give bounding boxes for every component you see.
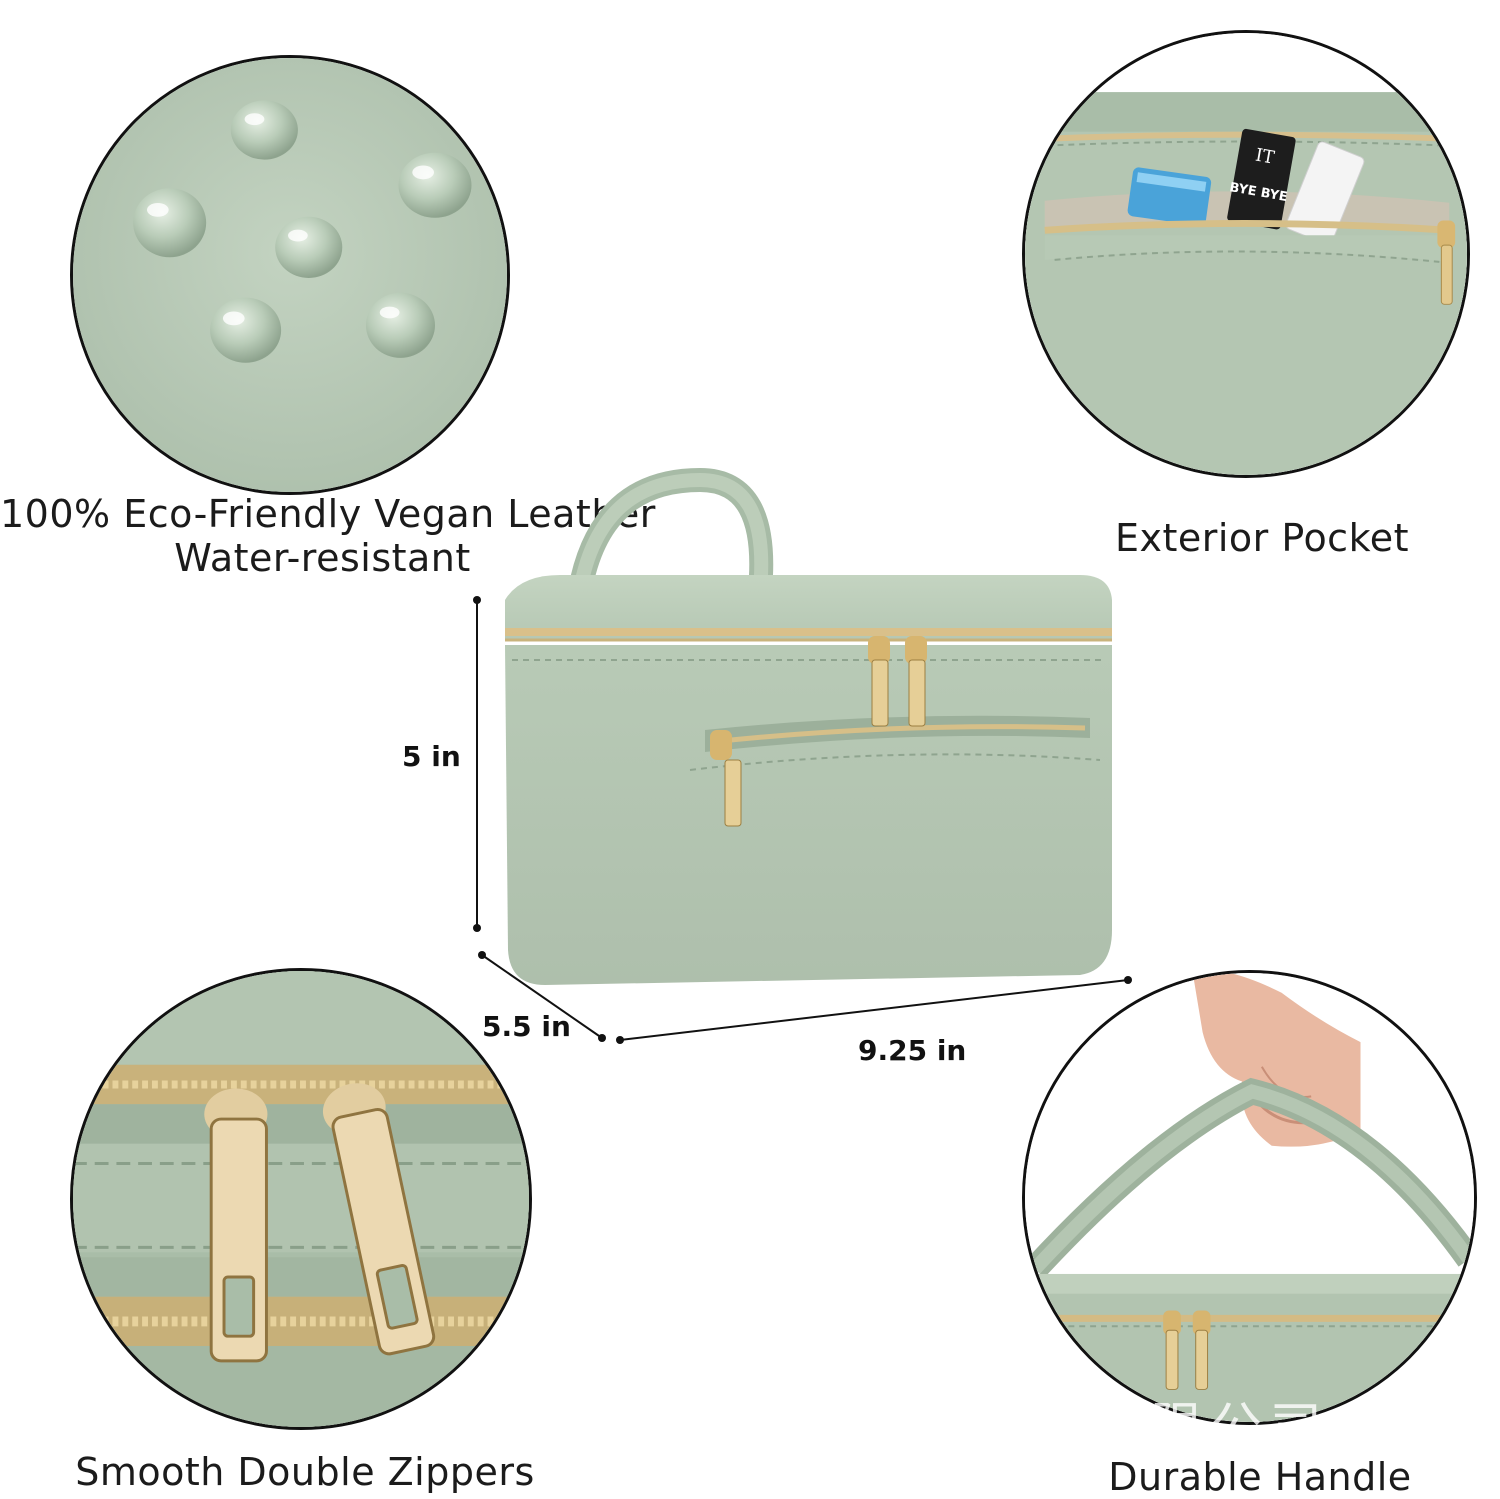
double-zippers-illustration xyxy=(73,971,529,1427)
leather-feature-caption: 100% Eco-Friendly Vegan Leather Water-re… xyxy=(0,492,656,580)
height-dimension-label: 5 in xyxy=(402,740,461,773)
zipper-pull xyxy=(204,1088,268,1363)
water-droplet xyxy=(275,216,343,278)
width-dimension-label: 9.25 in xyxy=(858,1034,967,1067)
exterior-pocket-closeup: IT BYE BYE xyxy=(1022,30,1470,478)
height-dimension-line xyxy=(473,596,481,932)
handle-feature-caption: Durable Handle xyxy=(1108,1455,1412,1499)
durable-handle-illustration xyxy=(1025,973,1474,1422)
zipper-pull xyxy=(868,636,890,727)
zipper-pull xyxy=(1163,1310,1181,1390)
water-droplet xyxy=(210,297,282,363)
water-resistant-leather-closeup xyxy=(70,55,510,495)
bag-body xyxy=(505,645,1112,985)
zipper-pull xyxy=(1192,1310,1211,1390)
watermark-text: 有限公司 xyxy=(1090,1398,1331,1458)
zippers-feature-caption: Smooth Double Zippers xyxy=(75,1450,535,1494)
leather-caption-line2: Water-resistant xyxy=(174,536,471,580)
zipper-pull xyxy=(1437,220,1456,305)
pocket-feature-caption: Exterior Pocket xyxy=(1114,516,1410,560)
main-zipper xyxy=(505,628,1112,642)
exterior-pocket-illustration: IT BYE BYE xyxy=(1025,33,1467,475)
zipper-pull xyxy=(322,1083,436,1356)
water-droplet xyxy=(398,152,472,218)
tube-brand-text: IT xyxy=(1254,146,1276,169)
leather-droplets-illustration xyxy=(73,58,507,492)
water-droplet xyxy=(365,292,435,358)
front-pocket-zipper xyxy=(689,715,1101,771)
black-cosmetic-tube: IT BYE BYE xyxy=(1227,128,1296,230)
leather-caption-line1: 100% Eco-Friendly Vegan Leather xyxy=(0,492,656,536)
water-droplet xyxy=(230,100,298,160)
water-droplet xyxy=(133,188,207,258)
double-zippers-closeup xyxy=(70,968,532,1430)
bag-handle xyxy=(1025,1077,1474,1278)
zipper-pull xyxy=(905,636,927,727)
zipper-pull xyxy=(710,730,742,827)
depth-dimension-label: 5.5 in xyxy=(482,1010,571,1043)
blue-cosmetic-tube xyxy=(1127,167,1212,226)
durable-handle-closeup xyxy=(1022,970,1477,1425)
bag-lid xyxy=(505,575,1112,640)
